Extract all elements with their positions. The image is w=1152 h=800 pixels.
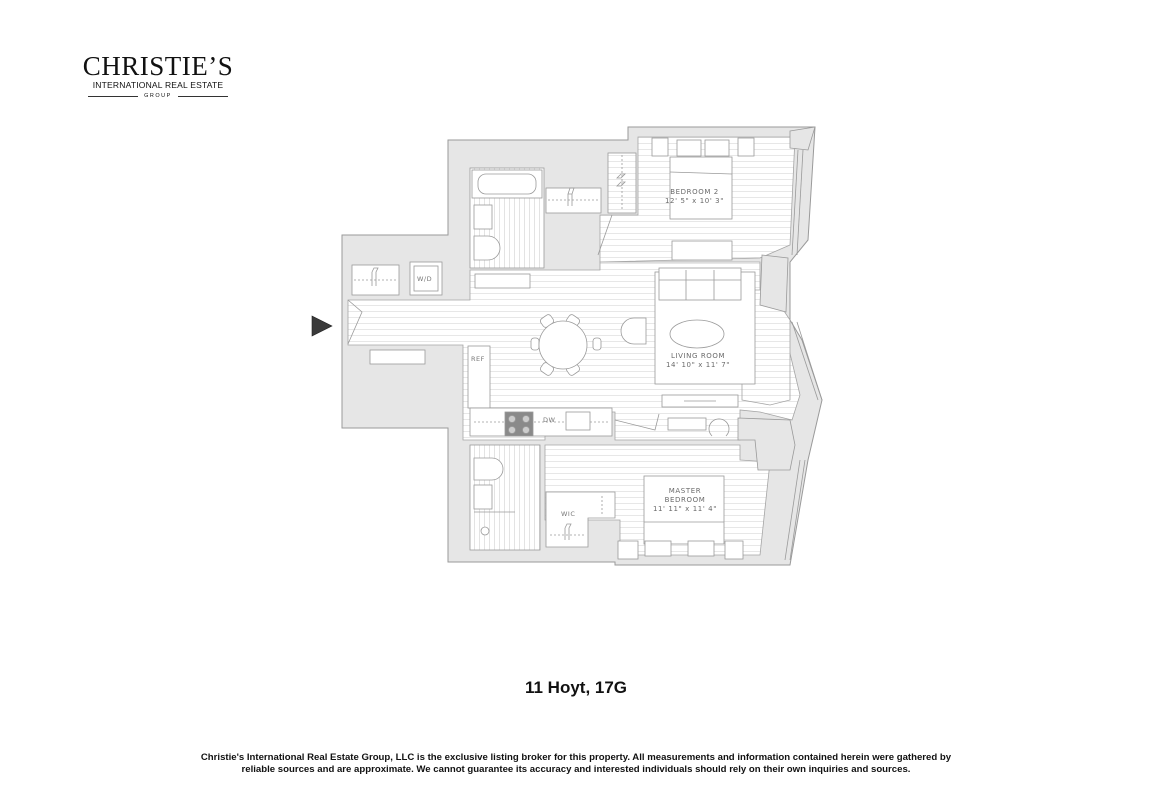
master-furniture [617, 475, 744, 560]
label-refrigerator: REF [471, 355, 485, 363]
room-dimensions: 14' 10" x 11' 7" [666, 361, 731, 369]
logo-subtitle: INTERNATIONAL REAL ESTATE [92, 80, 224, 90]
room-label-living-room: LIVING ROOM 14' 10" x 11' 7" [666, 352, 730, 370]
floor-plan: BEDROOM 2 12' 5" x 10' 3" LIVING ROOM 14… [311, 126, 823, 566]
room-name: BEDROOM 2 [670, 188, 719, 196]
bathroom-bottom [469, 444, 541, 551]
logo-group-text: GROUP [144, 93, 172, 99]
room-dimensions: 12' 5" x 10' 3" [665, 197, 725, 205]
room-name-line2: BEDROOM [664, 496, 706, 504]
logo-group-line: GROUP [72, 92, 244, 100]
disclaimer-line-2: reliable sources and are approximate. We… [241, 763, 911, 775]
room-label-master-bedroom: MASTER BEDROOM 11' 11" x 11' 4" [650, 487, 720, 514]
logo-wordmark: CHRISTIE’S [82, 51, 234, 81]
dining-set [530, 314, 602, 376]
logo-rule-right [177, 95, 228, 97]
room-label-bedroom-2: BEDROOM 2 12' 5" x 10' 3" [665, 188, 724, 206]
listing-address: 11 Hoyt, 17G [524, 678, 628, 697]
closet-top [545, 187, 602, 214]
bedroom2-furniture [651, 137, 755, 261]
floor-plan-drawing [311, 126, 823, 566]
living-furniture [620, 267, 756, 408]
room-name-line1: MASTER [668, 487, 702, 495]
label-dishwasher: DW [543, 416, 556, 424]
room-name: LIVING ROOM [670, 352, 726, 360]
windows [708, 149, 823, 561]
disclaimer-line-1: Christie's International Real Estate Gro… [200, 752, 952, 763]
structural-columns [737, 126, 816, 471]
label-washer-dryer: W/D [417, 275, 433, 283]
christies-logo: CHRISTIE’S INTERNATIONAL REAL ESTATE GRO… [72, 52, 244, 100]
label-walk-in-closet: WIC [561, 510, 576, 518]
room-dimensions: 11' 11" x 11' 4" [652, 505, 718, 513]
logo-rule-left [88, 95, 139, 97]
entry-arrow-icon [311, 315, 333, 337]
disclaimer: Christie's International Real Estate Gro… [0, 752, 1152, 775]
kitchen [467, 345, 707, 437]
bathroom-top [469, 167, 545, 269]
entry-door [347, 299, 363, 345]
bedroom2-closet [597, 152, 637, 256]
walk-in-closet [545, 491, 616, 548]
laundry-area [351, 261, 531, 365]
